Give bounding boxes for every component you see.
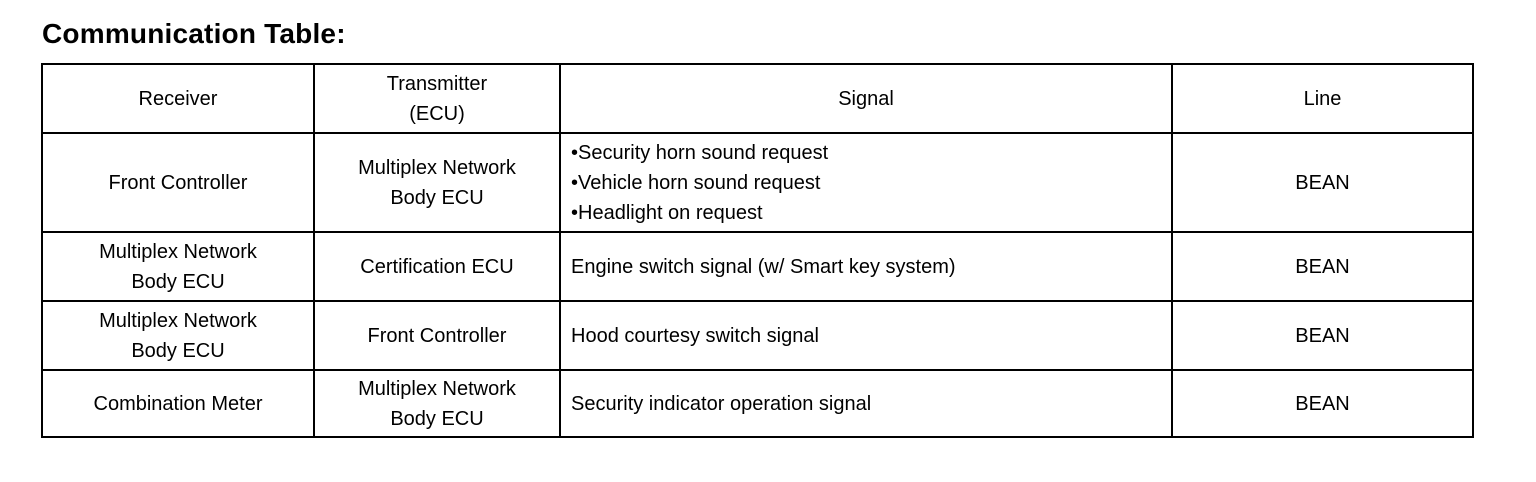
cell-line: Front Controller — [367, 324, 507, 347]
cell-line: Hood courtesy switch signal — [571, 324, 819, 347]
cell-line: Security indicator operation signal — [571, 392, 872, 415]
header-transmitter-line: Transmitter — [386, 72, 488, 95]
cell-line: Body ECU — [131, 339, 225, 362]
communication-table: Receiver Transmitter (ECU) Signal Line F… — [41, 63, 1474, 438]
cell-line: BEAN — [1171, 231, 1474, 302]
cell-transmitter: Certification ECU — [313, 231, 561, 302]
cell-signal: •Security horn sound request •Vehicle ho… — [559, 132, 1173, 233]
cell-line: BEAN — [1171, 300, 1474, 371]
cell-receiver: Front Controller — [41, 132, 315, 233]
table-row: Front Controller Multiplex Network Body … — [41, 132, 1474, 233]
cell-line: BEAN — [1171, 369, 1474, 438]
cell-receiver: Combination Meter — [41, 369, 315, 438]
signal-list-item: •Security horn sound request — [571, 141, 829, 164]
table-row: Multiplex Network Body ECU Certification… — [41, 231, 1474, 302]
cell-line: Body ECU — [390, 186, 484, 209]
cell-line: Multiplex Network — [99, 240, 257, 263]
cell-signal: Engine switch signal (w/ Smart key syste… — [559, 231, 1173, 302]
cell-line: Certification ECU — [360, 255, 514, 278]
cell-receiver: Multiplex Network Body ECU — [41, 300, 315, 371]
cell-receiver: Multiplex Network Body ECU — [41, 231, 315, 302]
header-signal: Signal — [559, 63, 1173, 134]
cell-line: Combination Meter — [93, 392, 263, 415]
cell-transmitter: Front Controller — [313, 300, 561, 371]
header-line: Line — [1171, 63, 1474, 134]
table-row: Combination Meter Multiplex Network Body… — [41, 369, 1474, 438]
cell-line: Multiplex Network — [358, 377, 516, 400]
cell-signal: Security indicator operation signal — [559, 369, 1173, 438]
signal-list-item: •Headlight on request — [571, 201, 763, 224]
signal-list-item: •Vehicle horn sound request — [571, 171, 821, 194]
header-transmitter: Transmitter (ECU) — [313, 63, 561, 134]
cell-line: Body ECU — [131, 270, 225, 293]
cell-line: Body ECU — [390, 407, 484, 430]
cell-line: Front Controller — [108, 171, 248, 194]
header-transmitter-line: (ECU) — [409, 102, 465, 125]
cell-line: Multiplex Network — [358, 156, 516, 179]
page-title: Communication Table: — [42, 18, 346, 49]
header-receiver: Receiver — [41, 63, 315, 134]
cell-transmitter: Multiplex Network Body ECU — [313, 132, 561, 233]
cell-signal: Hood courtesy switch signal — [559, 300, 1173, 371]
table-header-row: Receiver Transmitter (ECU) Signal Line — [41, 63, 1474, 134]
cell-line: Multiplex Network — [99, 309, 257, 332]
cell-line: Engine switch signal (w/ Smart key syste… — [571, 255, 956, 278]
table-row: Multiplex Network Body ECU Front Control… — [41, 300, 1474, 371]
cell-line: BEAN — [1171, 132, 1474, 233]
cell-transmitter: Multiplex Network Body ECU — [313, 369, 561, 438]
